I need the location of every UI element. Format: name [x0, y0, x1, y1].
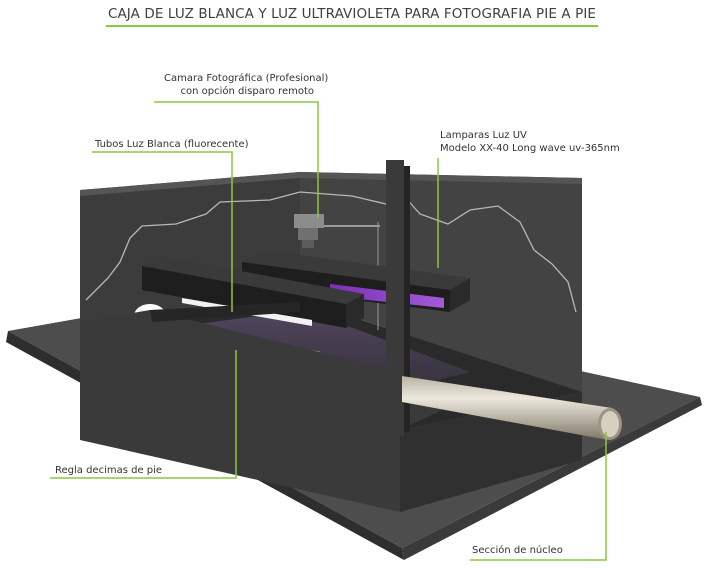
front-post — [386, 160, 410, 436]
label-camera: Camara Fotográfica (Profesional) con opc… — [164, 73, 329, 97]
core-section-graphic — [402, 376, 622, 440]
leader-white-tubes — [92, 151, 233, 312]
label-uv-lamps: Lamparas Luz UV Modelo XX-40 Long wave u… — [440, 130, 620, 154]
page-title: CAJA DE LUZ BLANCA Y LUZ ULTRAVIOLETA PA… — [107, 6, 597, 22]
label-white-tubes: Tubos Luz Blanca (fluorecente) — [95, 139, 249, 150]
leader-camera — [154, 101, 319, 218]
camera-rig — [294, 214, 380, 330]
camera-icon — [294, 214, 324, 248]
leader-core — [470, 432, 607, 561]
label-ruler: Regla decimas de pie — [55, 465, 163, 476]
leader-lines — [50, 101, 607, 561]
title-underline — [106, 25, 598, 27]
label-core: Sección de núcleo — [472, 545, 563, 556]
leader-ruler — [50, 350, 237, 479]
